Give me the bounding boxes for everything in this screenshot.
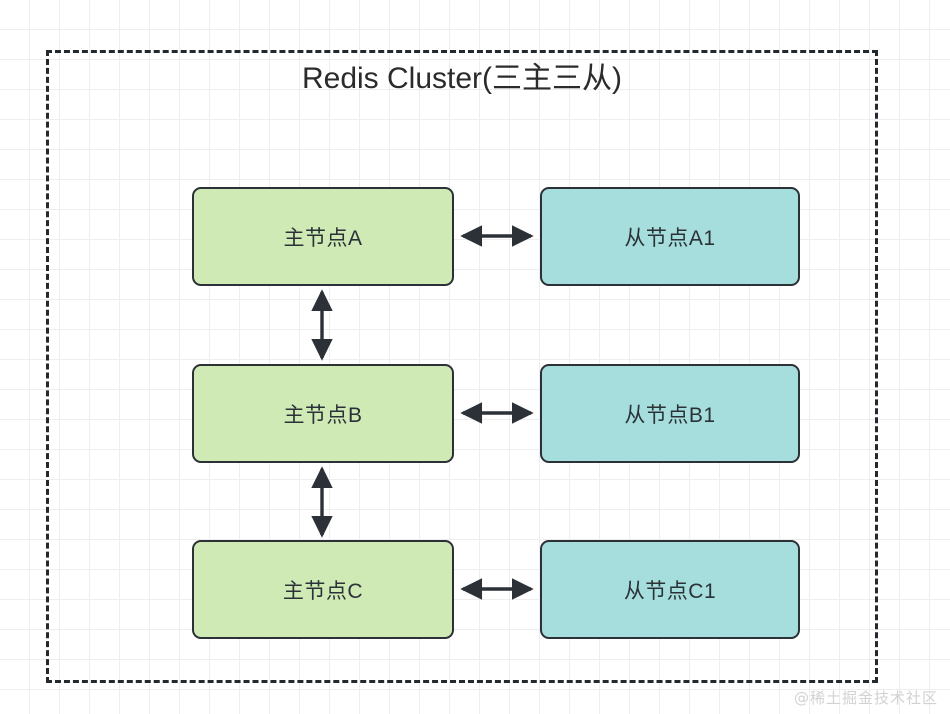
cluster-boundary (46, 50, 878, 683)
node-master-c[interactable]: 主节点C (192, 540, 454, 639)
node-master-a[interactable]: 主节点A (192, 187, 454, 286)
node-label: 主节点A (283, 226, 363, 250)
diagram-title: Redis Cluster(三主三从) (301, 62, 623, 95)
node-label: 主节点C (282, 579, 364, 603)
node-replica-b1[interactable]: 从节点B1 (540, 364, 800, 463)
node-replica-c1[interactable]: 从节点C1 (540, 540, 800, 639)
node-label: 从节点C1 (623, 579, 717, 603)
node-label: 从节点B1 (624, 403, 716, 427)
node-master-b[interactable]: 主节点B (192, 364, 454, 463)
watermark: @稀土掘金技术社区 (793, 689, 938, 707)
node-replica-a1[interactable]: 从节点A1 (540, 187, 800, 286)
node-label: 从节点A1 (624, 226, 716, 250)
node-label: 主节点B (283, 403, 363, 427)
